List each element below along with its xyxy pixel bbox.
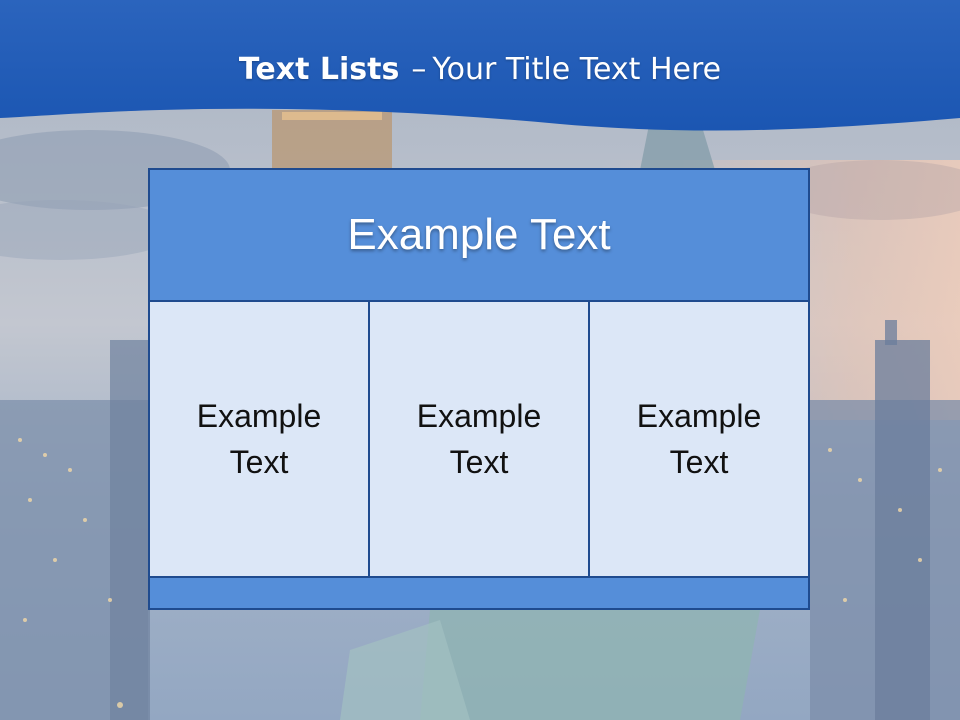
text-list-diagram: Example Text Example Text Example Text E… — [148, 168, 810, 610]
diagram-column-2-text: Example Text — [416, 398, 542, 480]
diagram-header-text: Example Text — [347, 210, 611, 259]
title-separator: – — [411, 52, 427, 87]
diagram-column-2: Example Text — [368, 300, 590, 578]
diagram-footer-bar — [148, 576, 810, 610]
diagram-header-box: Example Text — [148, 168, 810, 302]
title-subtitle-text: Your Title Text Here — [432, 52, 722, 87]
diagram-column-3: Example Text — [588, 300, 810, 578]
title-bold-text: Text Lists — [238, 52, 400, 87]
slide-title: Text Lists–Your Title Text Here — [0, 52, 960, 100]
diagram-column-1-text: Example Text — [196, 398, 322, 480]
diagram-column-1: Example Text — [148, 300, 370, 578]
diagram-column-3-text: Example Text — [636, 398, 762, 480]
